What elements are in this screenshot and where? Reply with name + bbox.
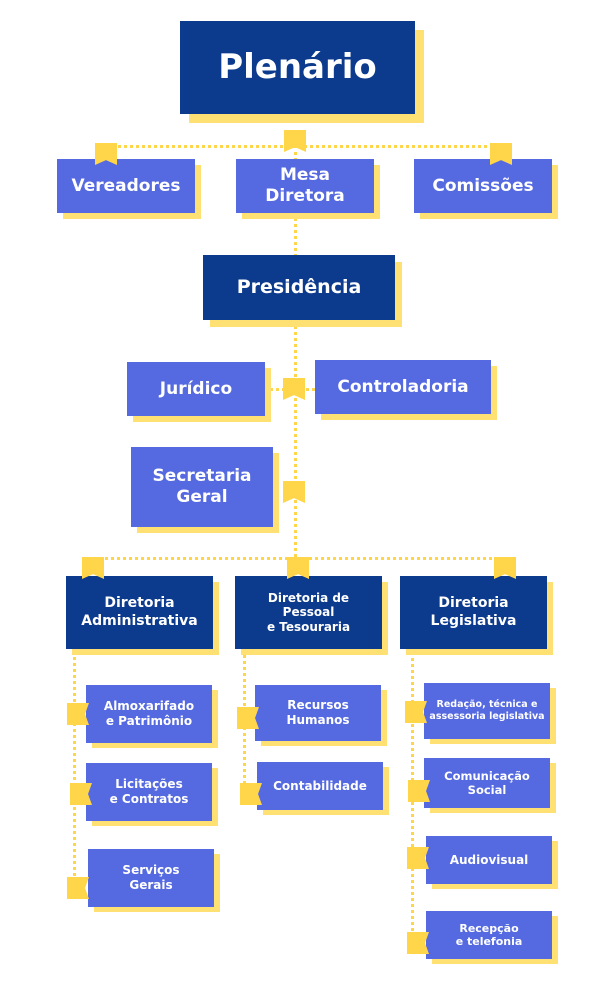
connector-flag-icon: [240, 783, 262, 805]
node-contabilidade: Contabilidade: [257, 762, 383, 810]
connector-flag-icon: [407, 847, 429, 869]
node-comunicacao-social: Comunicação Social: [424, 758, 550, 808]
node-almoxarifado: Almoxarifado e Patrimônio: [86, 685, 212, 743]
connector-flag-icon: [284, 130, 306, 152]
connector-flag-icon: [287, 557, 309, 579]
node-redacao: Redação, técnica e assessoria legislativ…: [424, 683, 550, 739]
node-presidencia: Presidência: [203, 255, 395, 320]
connector-flag-icon: [494, 557, 516, 579]
connector-flag-icon: [82, 557, 104, 579]
node-controladoria: Controladoria: [315, 360, 491, 414]
node-vereadores: Vereadores: [57, 159, 195, 213]
node-comissoes: Comissões: [414, 159, 552, 213]
connector-flag-icon: [490, 143, 512, 165]
node-diretoria-legislativa: Diretoria Legislativa: [400, 576, 547, 649]
node-licitacoes: Licitações e Contratos: [86, 763, 212, 821]
connector-flag-icon: [95, 143, 117, 165]
connector-flag-icon: [67, 877, 89, 899]
connector-flag-icon: [405, 701, 427, 723]
node-servicos-gerais: Serviços Gerais: [88, 849, 214, 907]
node-mesa-diretora: Mesa Diretora: [236, 159, 374, 213]
connector-flag-icon: [283, 378, 305, 400]
node-plenario: Plenário: [180, 21, 415, 114]
node-recepcao: Recepção e telefonia: [426, 911, 552, 959]
connector: [294, 145, 297, 557]
connector-flag-icon: [408, 780, 430, 802]
node-secretaria-geral: Secretaria Geral: [131, 447, 273, 527]
node-audiovisual: Audiovisual: [426, 836, 552, 884]
connector-flag-icon: [67, 703, 89, 725]
connector-flag-icon: [70, 783, 92, 805]
connector-flag-icon: [407, 932, 429, 954]
connector: [73, 650, 76, 890]
node-diretoria-pessoal: Diretoria de Pessoal e Tesouraria: [235, 576, 382, 649]
node-recursos-humanos: Recursos Humanos: [255, 685, 381, 741]
connector-flag-icon: [283, 481, 305, 503]
connector-flag-icon: [237, 707, 259, 729]
node-juridico: Jurídico: [127, 362, 265, 416]
node-diretoria-administrativa: Diretoria Administrativa: [66, 576, 213, 649]
